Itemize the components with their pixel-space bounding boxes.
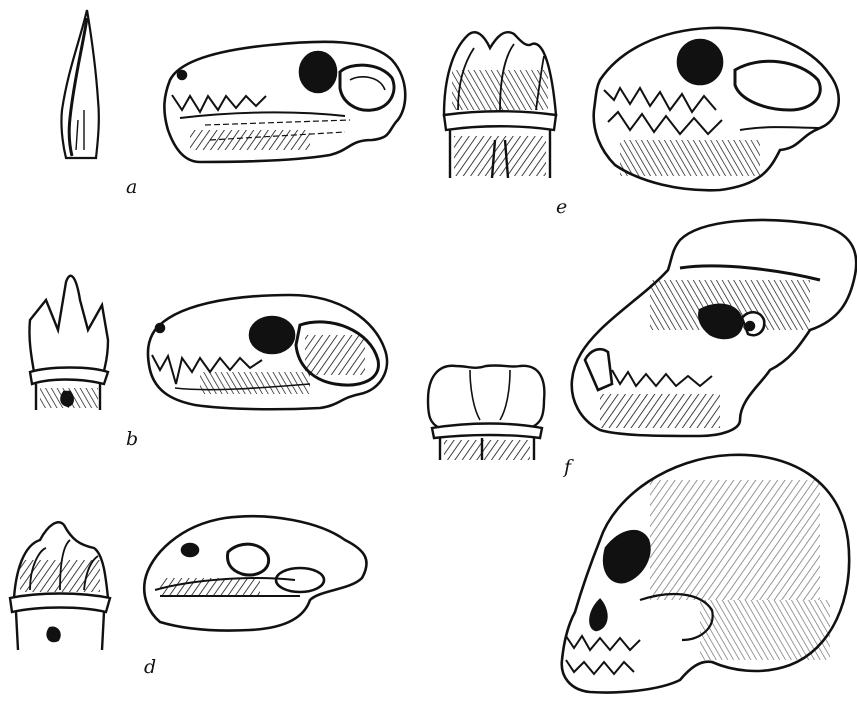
skull-f <box>572 220 856 436</box>
skull-d <box>144 516 366 630</box>
label-b: b <box>126 428 138 450</box>
label-f: f <box>564 456 571 478</box>
tooth-a <box>61 10 98 158</box>
skull-e <box>594 28 839 190</box>
label-d: d <box>144 656 156 678</box>
tooth-b <box>29 276 108 410</box>
label-a: a <box>126 176 137 198</box>
tooth-e <box>444 32 556 178</box>
skull-human <box>562 455 849 693</box>
tooth-d <box>10 522 110 650</box>
tooth-f <box>428 365 544 460</box>
skull-b <box>148 295 387 409</box>
label-e: e <box>556 196 567 218</box>
skull-a <box>164 42 405 162</box>
